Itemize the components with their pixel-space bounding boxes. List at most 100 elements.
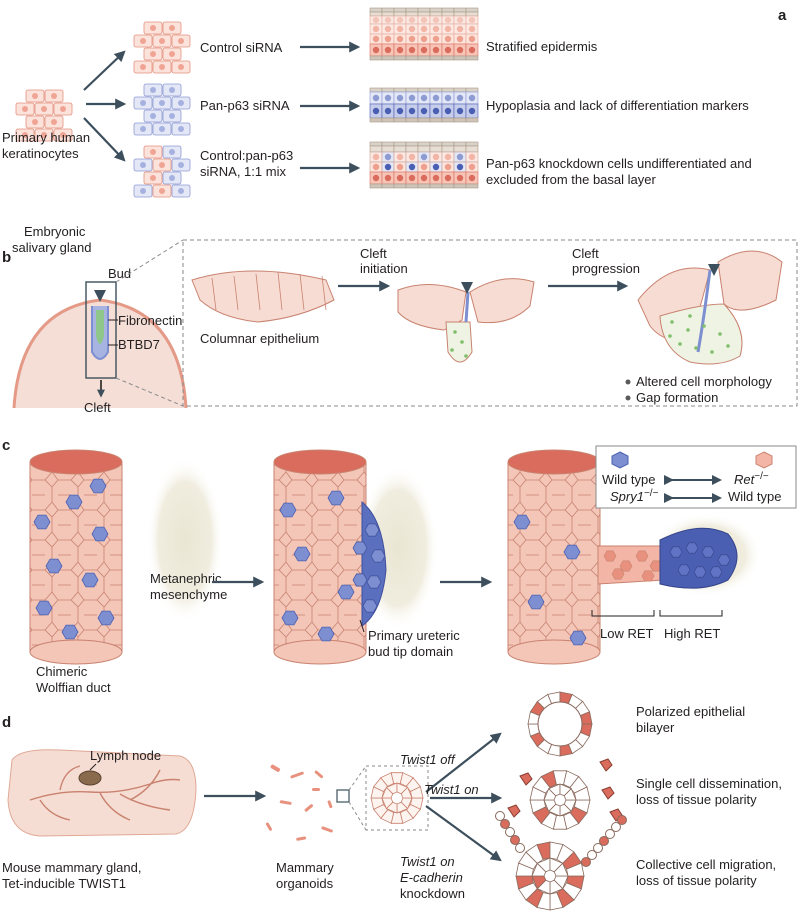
tissue-nucleus	[372, 46, 380, 54]
tissue-nucleus	[468, 25, 476, 33]
tissue-nucleus	[468, 174, 476, 182]
tissue-nucleus	[456, 163, 464, 171]
tissue-cell	[465, 141, 479, 147]
disseminating-cell	[507, 804, 521, 818]
tissue-nucleus	[420, 46, 428, 54]
wild-type-cell	[569, 630, 587, 646]
cleft-arrowhead-icon	[94, 290, 106, 302]
panel-d: d Lymph node Mouse mammary gland, Tet-in…	[2, 691, 782, 911]
tissue-nucleus	[372, 174, 380, 182]
wild-type-cell	[513, 514, 531, 530]
cell-nucleus	[60, 106, 66, 112]
initiation-cleft	[464, 291, 470, 323]
tissue-nucleus	[372, 25, 380, 33]
tissue-nucleus	[420, 107, 428, 115]
cell-nucleus	[41, 106, 47, 112]
ret-cell	[649, 560, 663, 572]
tip-cell	[709, 566, 723, 578]
result-knockdown: Pan-p63 knockdown cells undifferentiated…	[486, 156, 755, 187]
tip-cell	[717, 554, 731, 566]
mammary-duct	[149, 778, 181, 785]
tissue-cell	[465, 55, 479, 61]
lymph-node-leader	[89, 763, 97, 771]
organoid-cell	[553, 862, 569, 877]
tissue-cell	[369, 145, 383, 153]
tissue-nucleus	[420, 94, 428, 102]
disseminating-cell	[599, 758, 613, 772]
tissue-nucleus	[456, 153, 464, 161]
cell-nucleus	[169, 113, 175, 119]
gap-cell-dot	[694, 346, 698, 350]
organoid-zoom-box	[336, 789, 350, 803]
arrow-twist-ecad	[425, 805, 502, 862]
cell-nucleus	[150, 113, 156, 119]
tissue-cell	[465, 117, 479, 123]
btbd7-label: BTBD7	[118, 337, 160, 352]
organ-label: Embryonic salivary gland	[12, 224, 92, 255]
tissue-nucleus	[396, 46, 404, 54]
tissue-cell	[381, 55, 395, 61]
tissue-nucleus	[432, 17, 440, 23]
duct-base	[507, 639, 601, 665]
organoid-zoom-line-bottom	[348, 801, 367, 831]
tissue-nucleus	[408, 46, 416, 54]
tissue-cell	[465, 87, 479, 93]
cell-nucleus	[159, 162, 165, 168]
tissue-cell	[453, 117, 467, 123]
cell-nucleus	[178, 188, 184, 194]
tissue-cell	[453, 7, 467, 13]
cell-nucleus	[178, 64, 184, 70]
tissue-nucleus	[444, 46, 452, 54]
tip-cell	[370, 549, 386, 563]
epithelium-cell-border	[299, 273, 305, 311]
cell-nucleus	[169, 149, 175, 155]
panel-c: c Metanephric mesenchyme Chimeric Wolffi…	[2, 437, 797, 695]
tip-cell	[677, 564, 691, 576]
migrating-cell	[515, 843, 525, 853]
organoid-fragment	[314, 770, 324, 779]
organoid-label: Mammary organoids	[276, 860, 337, 891]
tissue-cell	[405, 183, 419, 189]
tissue-cell	[381, 145, 395, 153]
tip-cell	[701, 546, 715, 558]
tissue-nucleus	[396, 107, 404, 115]
tip-cell	[366, 575, 382, 589]
wild-type-cell	[337, 584, 355, 600]
tissue-cell	[381, 7, 395, 13]
duct-lumen	[273, 449, 367, 475]
tissue-nucleus	[444, 94, 452, 102]
lymph-node-label: Lymph node	[90, 748, 161, 763]
tip-label: Primary ureteric bud tip domain	[368, 628, 463, 659]
wild-type-cell	[97, 610, 115, 626]
tissue-cell	[441, 7, 455, 13]
tissue-nucleus	[432, 35, 440, 43]
tissue-cell	[465, 11, 479, 17]
tissue-nucleus	[384, 46, 392, 54]
tissue-nucleus	[408, 25, 416, 33]
tissue-cell	[429, 117, 443, 123]
tissue-nucleus	[420, 174, 428, 182]
tissue-cell	[441, 11, 455, 17]
tissue-cell	[381, 87, 395, 93]
pan-p63-cells	[133, 83, 191, 136]
tissue-nucleus	[384, 35, 392, 43]
tissue-cell	[393, 145, 407, 153]
organoid-fragment	[327, 800, 333, 809]
mouse-label: Mouse mammary gland, Tet-inducible TWIST…	[2, 860, 145, 891]
tissue-nucleus	[432, 94, 440, 102]
tissue-nucleus	[456, 17, 464, 23]
gap-cell-dot	[686, 328, 690, 332]
arrow-to-control	[83, 50, 126, 91]
cell-nucleus	[159, 126, 165, 132]
tissue-nucleus	[408, 174, 416, 182]
organoid-fragment	[304, 804, 313, 812]
tissue-nucleus	[420, 153, 428, 161]
wild-type-cell	[89, 478, 107, 494]
tissue-nucleus	[396, 94, 404, 102]
source-label: Primary human keratinocytes	[2, 130, 94, 161]
disseminating-cell	[601, 786, 615, 800]
tissue-cell	[393, 11, 407, 17]
tissue-cell	[369, 117, 383, 123]
tissue-nucleus	[408, 107, 416, 115]
